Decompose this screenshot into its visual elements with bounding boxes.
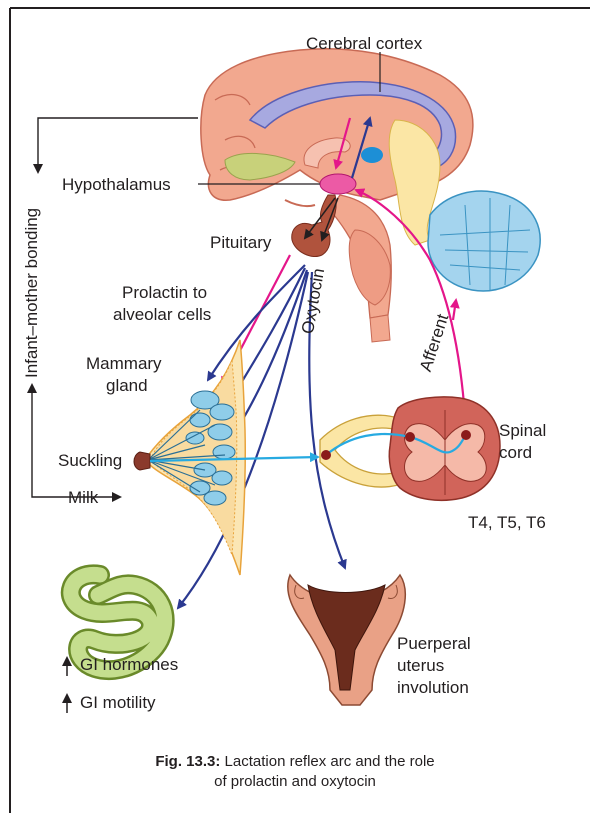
label-segments: T4, T5, T6: [468, 512, 546, 533]
label-spinal-line1: Spinal: [499, 420, 546, 441]
figure-caption: Fig. 13.3: Lactation reflex arc and the …: [0, 752, 590, 792]
label-pituitary: Pituitary: [210, 232, 271, 253]
label-puerperal-line2: uterus: [397, 655, 444, 676]
uterus-illustration: [288, 575, 406, 705]
label-prolactin-line2: alveolar cells: [113, 304, 211, 325]
caption-fig-number: Fig. 13.3:: [155, 753, 220, 770]
label-milk: Milk: [68, 487, 98, 508]
spinal-cord-illustration: [320, 397, 500, 500]
label-spinal-line2: cord: [499, 442, 532, 463]
label-cerebral-cortex: Cerebral cortex: [306, 33, 422, 54]
label-hypothalamus: Hypothalamus: [62, 174, 171, 195]
label-mammary-line1: Mammary: [86, 353, 162, 374]
caption-line1: Lactation reflex arc and the role: [220, 753, 434, 770]
label-suckling: Suckling: [58, 450, 122, 471]
label-infant-mother-bonding: Infant–mother bonding: [22, 208, 42, 378]
label-gi-motility: GI motility: [80, 692, 156, 713]
label-gi-hormones: GI hormones: [80, 654, 178, 675]
mammary-gland-illustration: [134, 340, 245, 575]
label-prolactin-line1: Prolactin to: [122, 282, 207, 303]
label-mammary-line2: gland: [106, 375, 148, 396]
brain-illustration: [201, 49, 540, 342]
label-puerperal-line3: involution: [397, 677, 469, 698]
caption-line2: of prolactin and oxytocin: [0, 772, 590, 792]
label-puerperal-line1: Puerperal: [397, 633, 471, 654]
